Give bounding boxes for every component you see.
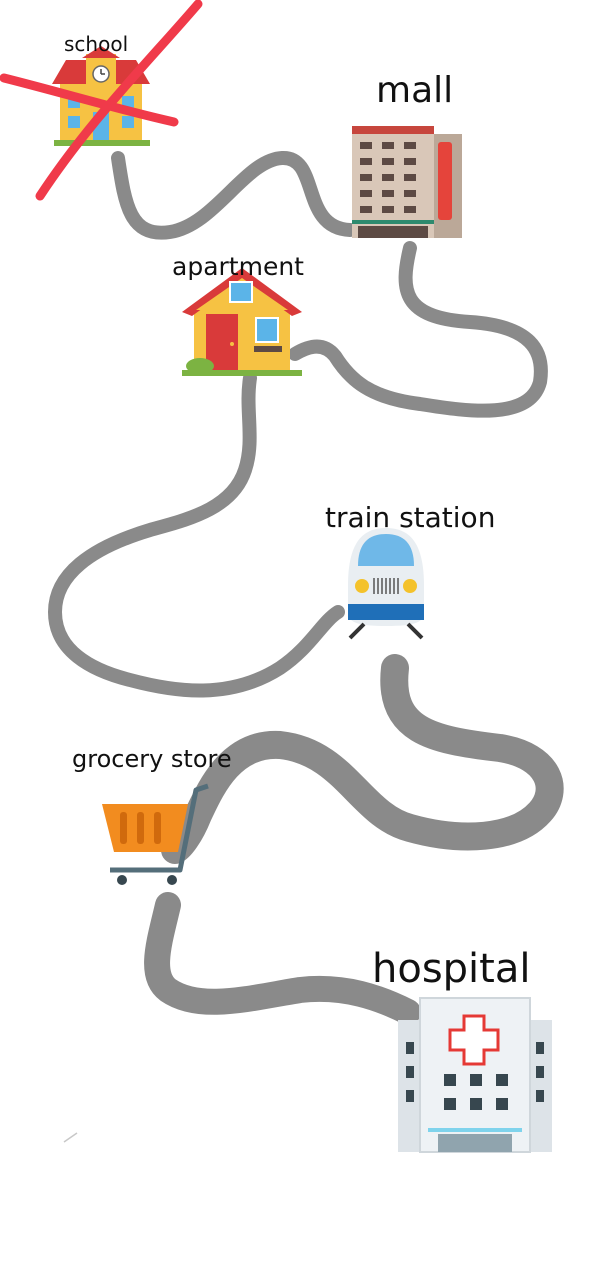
route-segment-train-grocery bbox=[161, 654, 564, 864]
hospital-icon bbox=[398, 997, 552, 1153]
location-label-school: school bbox=[64, 32, 128, 56]
train-icon bbox=[348, 528, 424, 640]
route-segment-school-mall bbox=[111, 151, 357, 240]
cross-out-mark bbox=[0, 0, 203, 201]
route-segment-grocery-hospital bbox=[144, 892, 421, 1025]
house-icon bbox=[182, 268, 302, 376]
location-label-hospital: hospital bbox=[372, 946, 530, 992]
route-segment-mall-apartment bbox=[288, 241, 548, 418]
route-segment-apartment-train bbox=[48, 371, 345, 698]
location-label-train-station: train station bbox=[325, 501, 495, 534]
location-label-mall: mall bbox=[376, 70, 453, 111]
shopping-cart-icon bbox=[102, 783, 209, 885]
school-icon bbox=[52, 46, 150, 146]
office-building-icon bbox=[352, 126, 462, 238]
location-label-apartment: apartment bbox=[172, 252, 304, 281]
location-label-grocery-store: grocery store bbox=[72, 745, 232, 773]
route-path bbox=[48, 151, 564, 1025]
stray-mark bbox=[63, 1132, 78, 1143]
